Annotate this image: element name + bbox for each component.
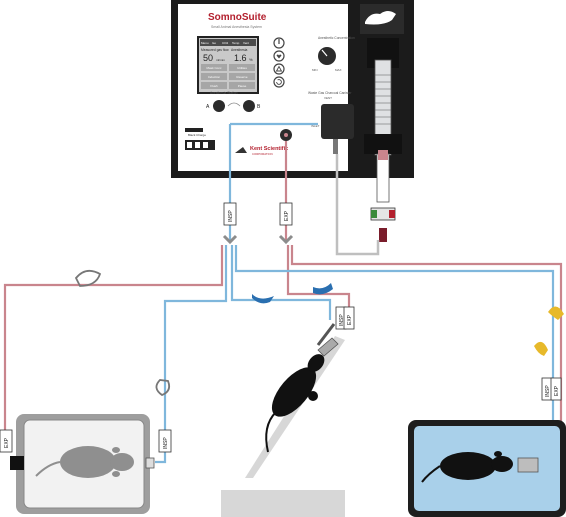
- screen-button-induction[interactable]: Induction: [208, 75, 221, 79]
- rat-on-stand-icon: [265, 354, 325, 453]
- charcoal-canister: [321, 104, 354, 139]
- concentration-min-label: MIN: [312, 68, 318, 72]
- tube-labels: INSP EXP EXP INSP INSP EXP INSP EXP: [0, 202, 562, 453]
- flow-label: Measured gas flow: [201, 48, 229, 52]
- insp-label-left-chamber: INSP: [163, 437, 169, 449]
- insp-label-right-chamber: INSP: [545, 385, 551, 397]
- concentration-label: Anesthetic Concentration: [318, 36, 355, 40]
- exp-label-right-chamber: EXP: [554, 385, 560, 396]
- syringe-pump: [360, 4, 404, 242]
- station-b-knob[interactable]: [243, 100, 255, 112]
- refresh-icon[interactable]: [273, 76, 285, 88]
- device-screen[interactable]: Menu Iso CO2 Temp Vent Measured gas flow…: [197, 36, 259, 94]
- device-brand: SomnoSuite: [208, 12, 267, 23]
- blue-clip-icon: [252, 294, 274, 304]
- canister-sub-label: VENT: [324, 96, 332, 100]
- screen-tab-iso[interactable]: Iso: [212, 41, 216, 45]
- screen-button-flush[interactable]: Flush: [210, 84, 218, 88]
- induction-chamber-right: [408, 420, 566, 517]
- screen-tab-temp[interactable]: Temp: [232, 41, 240, 45]
- black-charge-label: Black Charge: [188, 133, 206, 137]
- flow-unit: ml/min: [216, 58, 225, 62]
- screen-button-pause[interactable]: Pause: [238, 84, 247, 88]
- chamber-nose-cone: [517, 457, 539, 473]
- screen-tab-menu[interactable]: Menu: [201, 41, 209, 45]
- nose-cone: [317, 337, 339, 357]
- syringe-barrel: [376, 153, 390, 203]
- canister-port: [333, 139, 338, 154]
- concentration-max-label: MAX: [335, 68, 342, 72]
- screen-buttons: Mask Conc Utilities Induction Reserve Fl…: [201, 64, 255, 89]
- exp-label-left-chamber: EXP: [4, 437, 10, 448]
- induction-chamber-left: [10, 414, 155, 514]
- maker-name: Kent Scientific: [250, 146, 288, 152]
- exp-label-nose-cone: EXP: [347, 314, 353, 325]
- mouse-logo-icon: [365, 11, 396, 25]
- inlet-label: INLET: [311, 124, 320, 128]
- blue-clip-icon: [313, 283, 333, 295]
- canister-label: Waste Gas Charcoal Canister: [308, 91, 352, 95]
- anesthesia-unit: %: [249, 57, 253, 62]
- kent-logo-icon: [235, 147, 247, 153]
- screen-tab-co2[interactable]: CO2: [222, 41, 229, 45]
- rat-silhouette-icon: [35, 446, 134, 478]
- tube-clip-icon: [155, 379, 171, 397]
- screen-button-utilities[interactable]: Utilities: [237, 66, 247, 70]
- exp-splitter: [278, 234, 294, 245]
- station-selector-label: Anesthesia Station: [210, 91, 238, 95]
- station-switch-arrow-icon: [227, 102, 241, 107]
- nose-cone-stand: [221, 336, 345, 517]
- insp-label-main: INSP: [228, 210, 234, 222]
- device-tagline: Small Animal Anesthesia System: [211, 25, 262, 29]
- maker-sub: CORPORATION: [252, 152, 273, 156]
- flow-value: 50: [203, 53, 213, 63]
- yellow-clip-icon: [548, 306, 564, 320]
- insp-splitter: [222, 234, 238, 245]
- alarm-icon[interactable]: [273, 63, 285, 75]
- tube-clip-icon: [74, 269, 102, 287]
- black-charge-port: [185, 128, 203, 132]
- rat-in-chamber-icon: [421, 451, 513, 483]
- screen-tab-vent[interactable]: Vent: [243, 41, 249, 45]
- anesthesia-label: Anesthesia: [231, 48, 247, 52]
- station-a-knob[interactable]: [213, 100, 225, 112]
- somnosuite-device: SomnoSuite Small Animal Anesthesia Syste…: [171, 0, 414, 242]
- exp-label-main: EXP: [284, 210, 290, 221]
- yellow-clip-icon: [534, 341, 548, 356]
- station-b-label: B: [257, 104, 261, 110]
- station-a-label: A: [206, 104, 210, 110]
- insp-label-nose-cone: INSP: [339, 314, 345, 326]
- device-icon-buttons: [273, 37, 285, 88]
- screen-button-mask-conc[interactable]: Mask Conc: [206, 66, 222, 70]
- anesthesia-value: 1.6: [234, 53, 247, 63]
- screen-button-reserve[interactable]: Reserve: [236, 75, 248, 79]
